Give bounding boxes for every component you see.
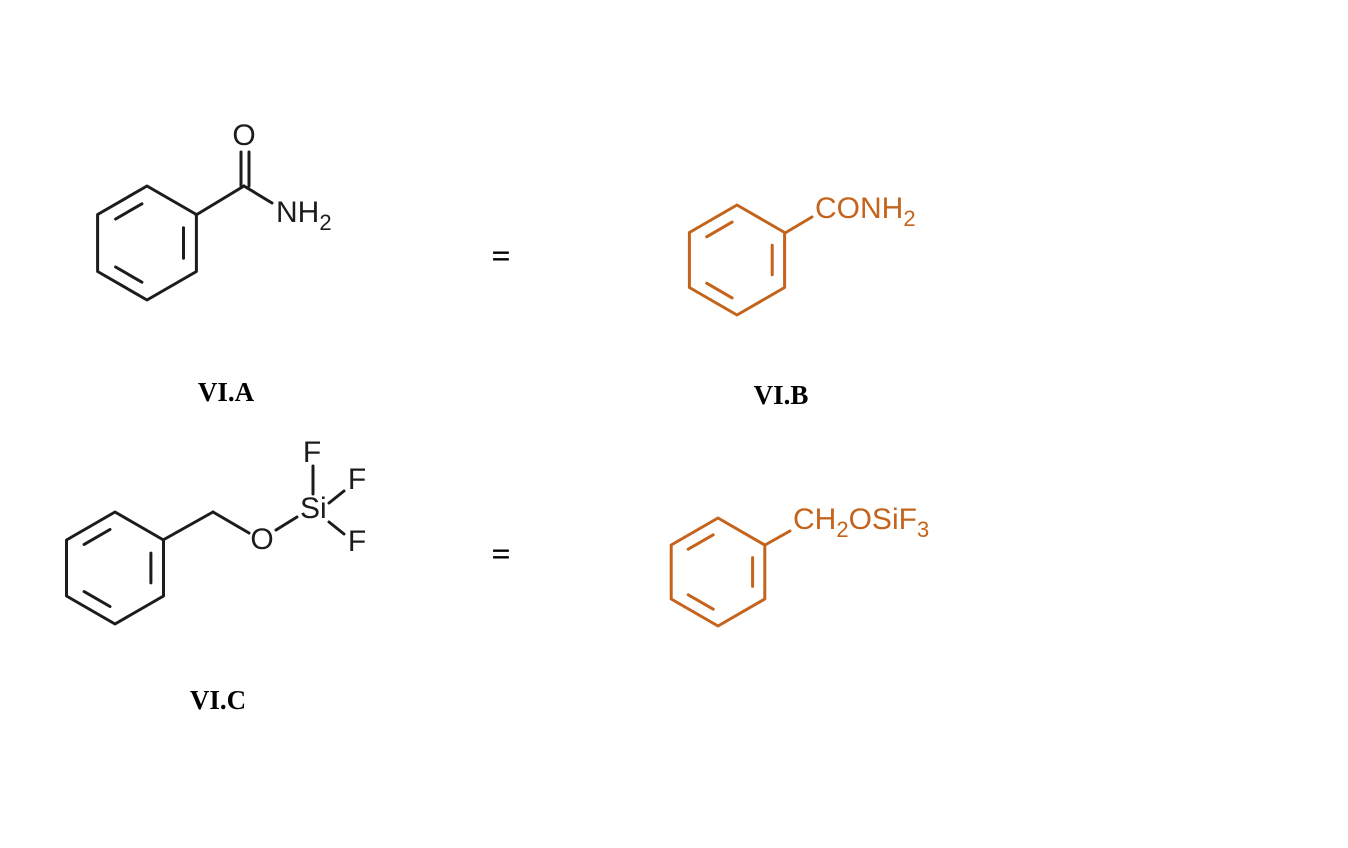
benzene-ring bbox=[65, 510, 165, 626]
atom-oxygen-label: O bbox=[232, 119, 255, 152]
atom-fluorine-lower-label: F bbox=[348, 525, 366, 558]
benzene-inner-bond bbox=[114, 202, 144, 221]
benzamide-skeletal-bonds bbox=[96, 150, 274, 302]
label-vi-a: VI.A bbox=[198, 377, 255, 407]
structure-benzamide-condensed: CONH2 bbox=[687, 192, 916, 317]
silyl-condensed-bonds bbox=[669, 516, 792, 628]
atom-ether-oxygen-label: O bbox=[250, 523, 273, 556]
benzene-hexagon bbox=[65, 510, 165, 626]
bond-silicon-to-fluorine-lower bbox=[327, 520, 346, 536]
structure-silyl-skeletal: O Si F F F bbox=[65, 436, 366, 626]
atom-fluorine-upper-label: F bbox=[348, 463, 366, 496]
benzene-hexagon bbox=[669, 516, 767, 628]
structure-benzamide-skeletal: O NH2 bbox=[96, 119, 332, 302]
bond-oxygen-to-silicon bbox=[274, 515, 299, 532]
formula-conh2-label: CONH2 bbox=[815, 192, 916, 231]
benzene-ring bbox=[96, 184, 198, 302]
benzene-inner-bond bbox=[686, 533, 715, 551]
benzene-hexagon bbox=[687, 203, 787, 317]
atom-silicon-label: Si bbox=[300, 492, 327, 525]
bond-carbonyl-to-nitrogen bbox=[242, 184, 274, 205]
benzene-hexagon bbox=[96, 184, 198, 302]
benzene-inner-bond bbox=[705, 220, 734, 239]
structure-silyl-condensed: CH2OSiF3 bbox=[669, 503, 929, 628]
atom-amide-label: NH2 bbox=[276, 196, 332, 235]
equals-sign-top: = bbox=[491, 238, 510, 275]
benzene-inner-bond bbox=[114, 265, 144, 284]
label-vi-c: VI.C bbox=[190, 685, 246, 715]
bond-ring-to-carbonyl bbox=[194, 184, 246, 217]
silyl-skeletal-bonds bbox=[65, 464, 346, 626]
benzene-inner-bond bbox=[82, 590, 112, 608]
bond-ch2-to-oxygen bbox=[211, 510, 251, 535]
label-vi-b: VI.B bbox=[754, 380, 809, 410]
benzene-inner-bond bbox=[82, 528, 112, 546]
bond-ring-to-formula bbox=[783, 215, 814, 235]
formula-ch2osif3-label: CH2OSiF3 bbox=[793, 503, 929, 542]
benzamide-condensed-bonds bbox=[687, 203, 814, 317]
bond-ring-to-formula bbox=[763, 529, 792, 547]
benzene-inner-bond bbox=[705, 281, 734, 300]
bond-silicon-to-fluorine-upper bbox=[327, 489, 346, 505]
equals-sign-bottom: = bbox=[491, 536, 510, 573]
benzene-inner-bond bbox=[686, 593, 715, 611]
benzene-ring bbox=[687, 203, 787, 317]
benzene-ring bbox=[669, 516, 767, 628]
atom-fluorine-top-label: F bbox=[303, 436, 321, 469]
bond-ring-to-ch2 bbox=[161, 510, 215, 542]
